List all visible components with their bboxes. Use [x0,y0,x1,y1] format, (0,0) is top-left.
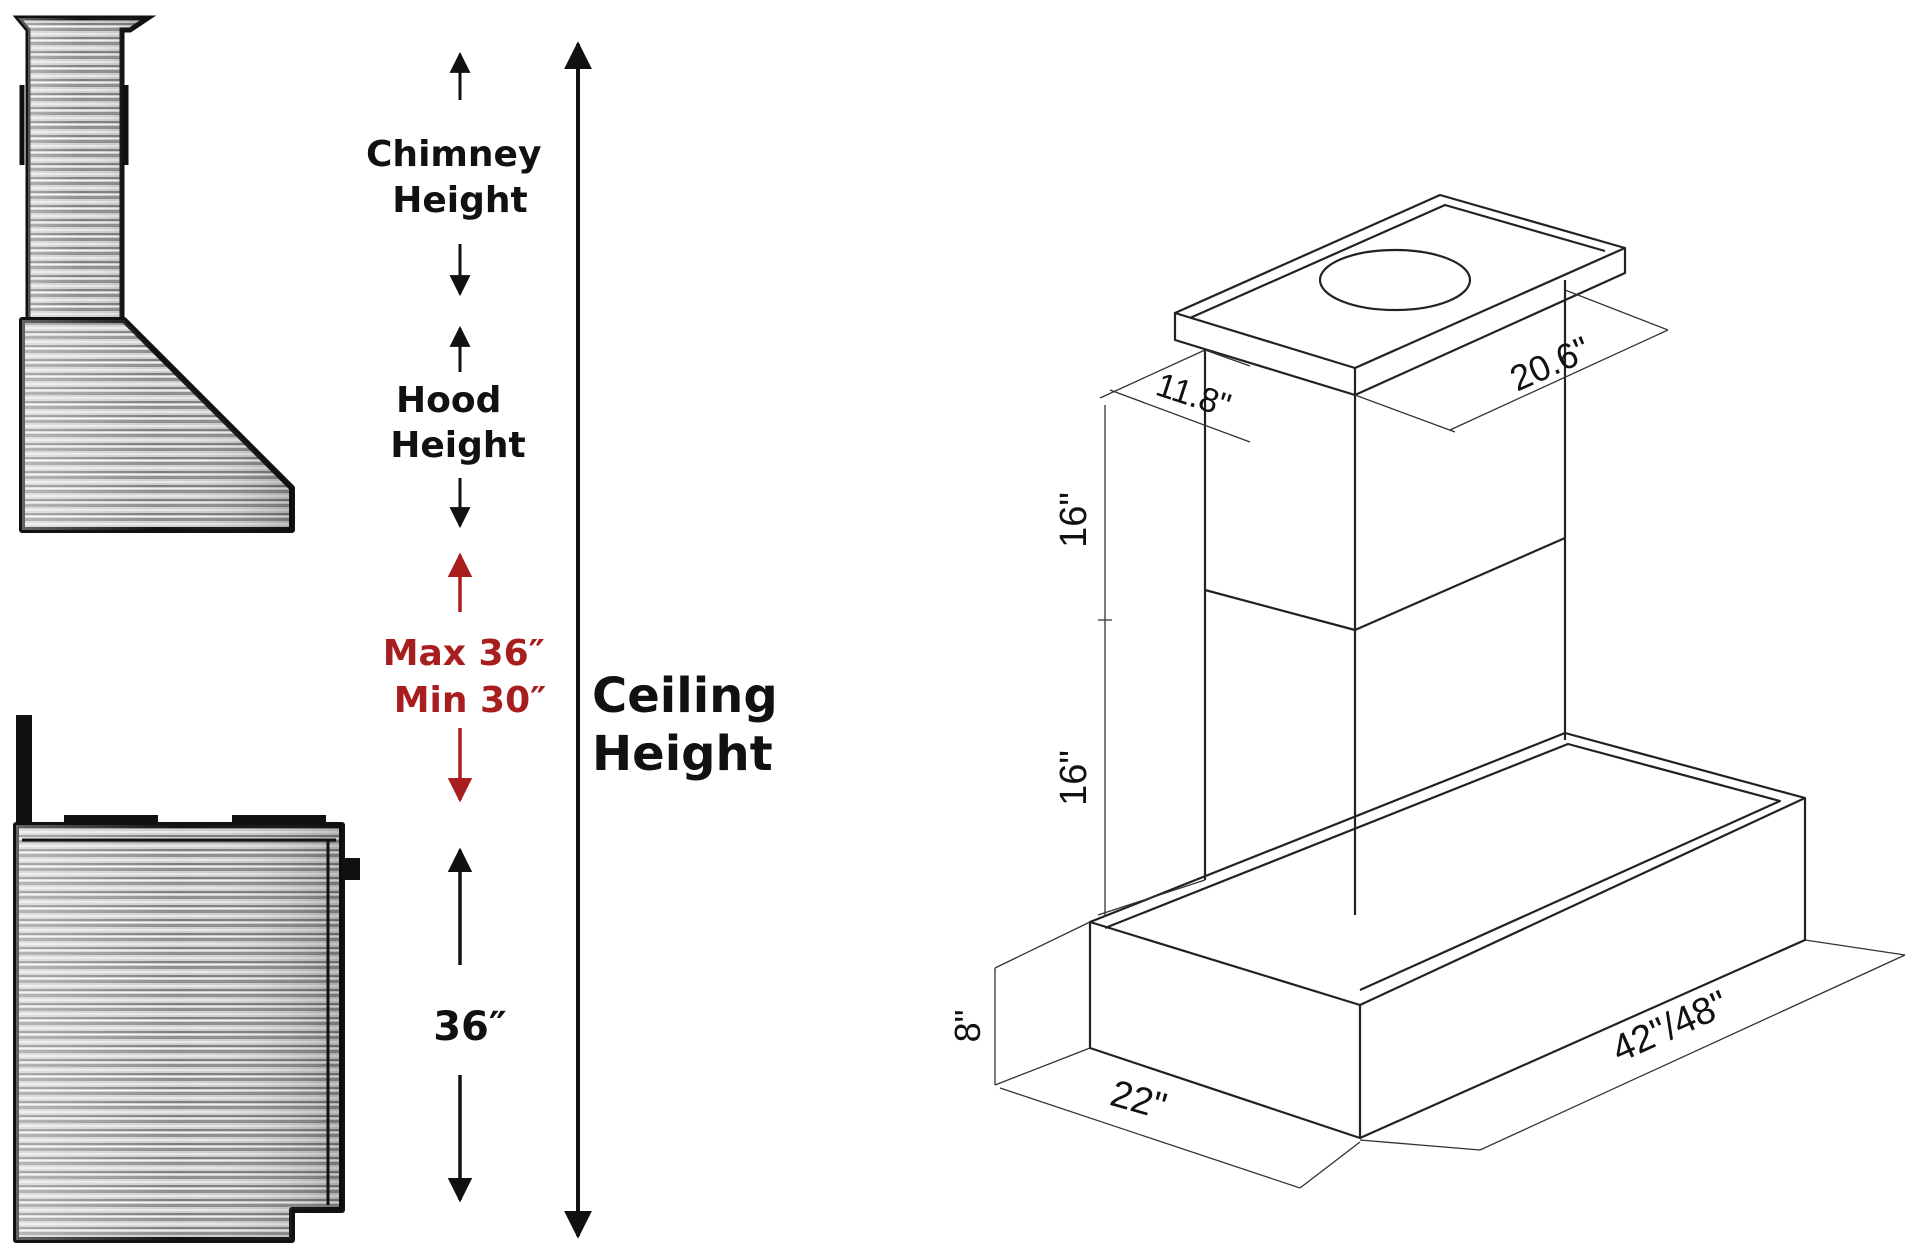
counter-height-label: 36″ [433,1004,507,1050]
base-hood [1088,731,1807,1140]
chimney-height-label: Chimney Height [366,134,554,221]
clearance-label: Max 36″ Min 30″ [383,633,558,721]
base-width-label: 42"/48" [1606,983,1735,1071]
lower-chimney-height-label: 16" [1053,750,1095,806]
isometric-hood-drawing: 11.8" 20.6" 16" 16" 8" 22" 42"/48" [947,193,1906,1189]
range-cabinet [13,715,360,1243]
side-profile [12,15,360,1243]
duct-opening [1318,248,1472,312]
upper-chimney-height-label: 16" [1053,492,1095,548]
ceiling-height-label: Ceiling Height [592,668,794,782]
dimension-lines [994,289,1906,1189]
base-depth-label: 22" [1106,1073,1171,1129]
hood-section [19,317,295,533]
chimney-section [12,15,157,323]
top-depth-label: 11.8" [1152,366,1236,426]
top-width-label: 20.6" [1504,328,1596,399]
hood-height-label: Hood Height [390,380,526,466]
base-height-label: 8" [947,1010,988,1043]
